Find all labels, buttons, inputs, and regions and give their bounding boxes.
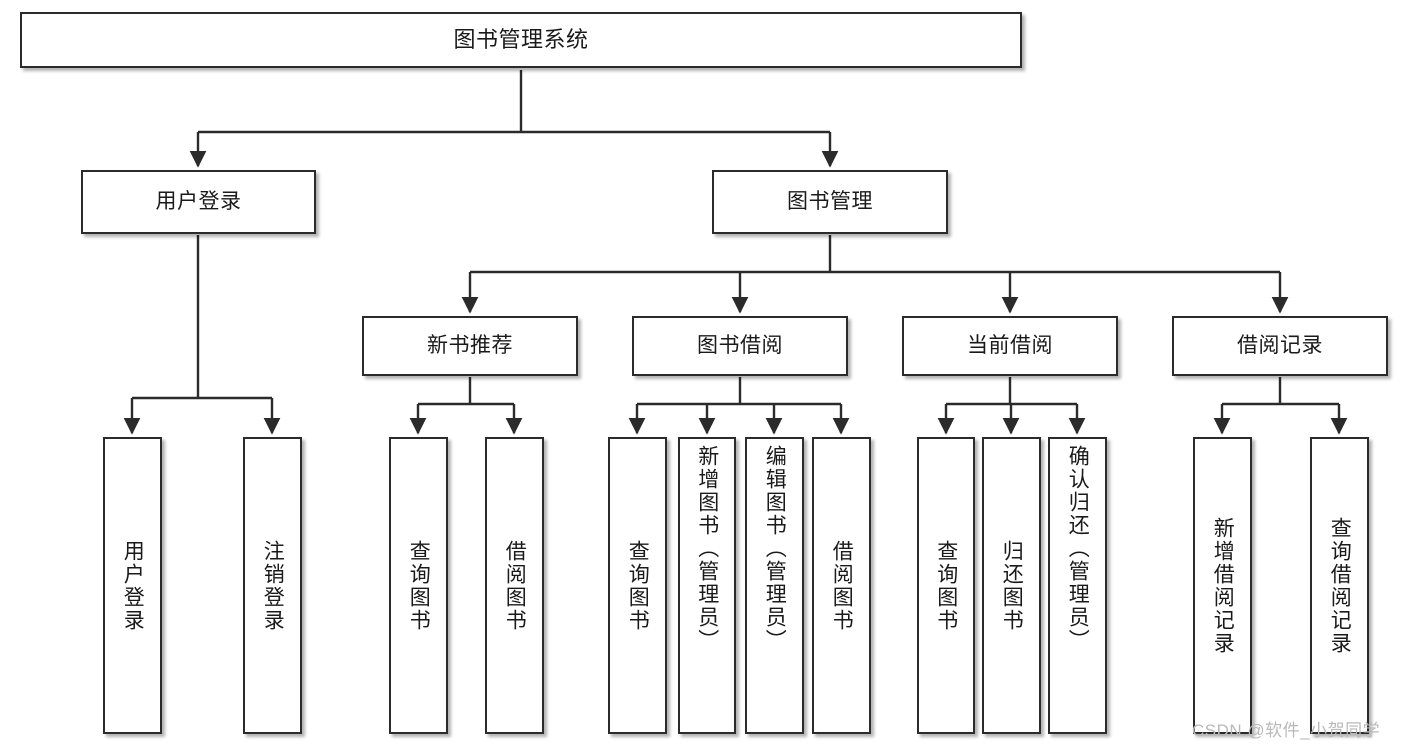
- node-leaf-query-book-1-label: 查询图书: [407, 539, 431, 632]
- node-leaf-borrow-book-1-label: 借阅图书: [503, 539, 527, 632]
- node-leaf-logout-label: 注销登录: [261, 539, 285, 632]
- node-leaf-borrow-book-2-label: 借阅图书: [830, 539, 854, 632]
- node-leaf-query-book-2[interactable]: 查询图书: [608, 437, 667, 734]
- node-leaf-add-book[interactable]: 新增图书（管理员）: [678, 437, 736, 734]
- node-book-management[interactable]: 图书管理: [712, 170, 948, 234]
- node-leaf-add-record-label: 新增借阅记录: [1211, 516, 1235, 655]
- node-book-borrow[interactable]: 图书借阅: [632, 316, 848, 376]
- node-current-borrow-label: 当前借阅: [967, 333, 1053, 357]
- node-user-login-label: 用户登录: [155, 189, 242, 213]
- node-leaf-add-book-label: 新增图书（管理员）: [695, 445, 719, 652]
- node-new-book-recommend[interactable]: 新书推荐: [362, 316, 578, 376]
- node-leaf-borrow-book-1[interactable]: 借阅图书: [485, 437, 544, 734]
- node-leaf-user-login-label: 用户登录: [121, 539, 145, 632]
- watermark-text: CSDN @软件_小贺同学: [1192, 721, 1381, 740]
- node-leaf-confirm-return-label: 确认归还（管理员）: [1066, 445, 1090, 652]
- node-leaf-query-book-1[interactable]: 查询图书: [389, 437, 448, 734]
- node-current-borrow[interactable]: 当前借阅: [902, 316, 1118, 376]
- node-leaf-query-record-label: 查询借阅记录: [1328, 516, 1352, 655]
- node-leaf-user-login[interactable]: 用户登录: [103, 437, 162, 734]
- node-leaf-confirm-return[interactable]: 确认归还（管理员）: [1048, 437, 1107, 734]
- node-book-borrow-label: 图书借阅: [697, 333, 783, 357]
- node-leaf-edit-book-label: 编辑图书（管理员）: [763, 445, 787, 652]
- node-leaf-logout[interactable]: 注销登录: [243, 437, 302, 734]
- node-leaf-edit-book[interactable]: 编辑图书（管理员）: [745, 437, 804, 734]
- node-leaf-query-record[interactable]: 查询借阅记录: [1310, 437, 1369, 734]
- node-leaf-add-record[interactable]: 新增借阅记录: [1193, 437, 1252, 734]
- node-root[interactable]: 图书管理系统: [20, 12, 1022, 68]
- node-leaf-query-book-3-label: 查询图书: [934, 539, 958, 632]
- node-leaf-query-book-2-label: 查询图书: [626, 539, 650, 632]
- node-root-label: 图书管理系统: [453, 27, 589, 53]
- node-leaf-return-book-label: 归还图书: [1000, 539, 1024, 632]
- node-new-book-recommend-label: 新书推荐: [427, 333, 513, 357]
- node-leaf-borrow-book-2[interactable]: 借阅图书: [812, 437, 871, 734]
- node-book-management-label: 图书管理: [787, 189, 873, 213]
- node-leaf-return-book[interactable]: 归还图书: [982, 437, 1041, 734]
- node-borrow-record[interactable]: 借阅记录: [1172, 316, 1388, 376]
- node-leaf-query-book-3[interactable]: 查询图书: [917, 437, 975, 734]
- node-user-login[interactable]: 用户登录: [81, 170, 316, 234]
- node-borrow-record-label: 借阅记录: [1237, 333, 1323, 357]
